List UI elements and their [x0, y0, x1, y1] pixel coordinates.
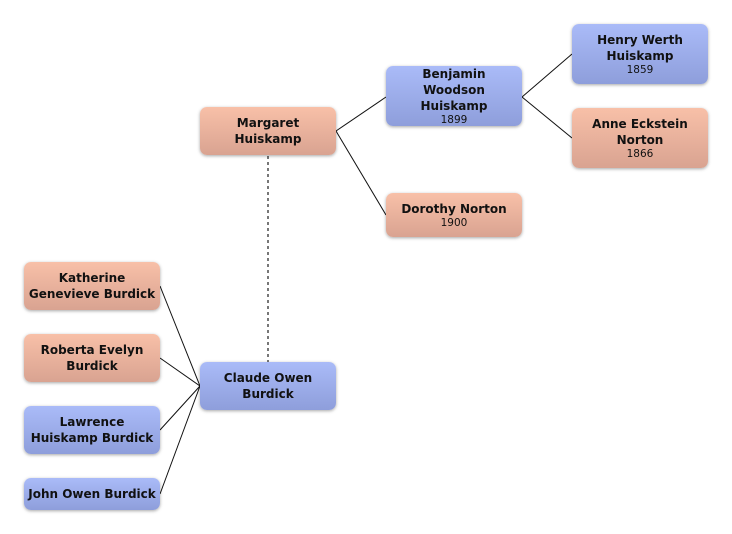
person-node-dorothy[interactable]: Dorothy Norton 1900 [386, 193, 522, 237]
link-margaret-benjamin [335, 96, 387, 132]
person-node-roberta[interactable]: Roberta Evelyn Burdick [24, 334, 160, 382]
person-node-benjamin[interactable]: Benjamin Woodson Huiskamp 1899 [386, 66, 522, 126]
person-name: Roberta Evelyn Burdick [40, 343, 144, 373]
link-benjamin-henry [521, 53, 573, 98]
person-year: 1899 [440, 113, 468, 126]
person-node-anne[interactable]: Anne Eckstein Norton 1866 [572, 108, 708, 168]
person-year: 1859 [626, 63, 654, 76]
link-margaret-dorothy [335, 130, 387, 216]
person-node-henry[interactable]: Henry Werth Huiskamp 1859 [572, 24, 708, 84]
person-year: 1866 [626, 147, 654, 160]
person-year: 1900 [440, 216, 468, 229]
link-claude-john [159, 385, 201, 495]
person-node-margaret[interactable]: Margaret Huiskamp [200, 107, 336, 155]
person-name: Katherine Genevieve Burdick [28, 271, 156, 301]
person-node-lawrence[interactable]: Lawrence Huiskamp Burdick [24, 406, 160, 454]
person-name: John Owen Burdick [28, 487, 156, 501]
link-benjamin-anne [521, 96, 573, 139]
person-name: Anne Eckstein Norton [592, 116, 688, 147]
person-name: Lawrence Huiskamp Burdick [30, 415, 154, 445]
person-node-john[interactable]: John Owen Burdick [24, 478, 160, 510]
person-name: Claude Owen Burdick [223, 371, 313, 401]
person-name: Dorothy Norton [401, 201, 507, 216]
person-name: Margaret Huiskamp [234, 116, 302, 146]
person-node-claude[interactable]: Claude Owen Burdick [200, 362, 336, 410]
link-claude-lawrence [159, 385, 201, 431]
link-claude-katherine [159, 285, 201, 387]
link-claude-roberta [159, 357, 201, 387]
person-name: Benjamin Woodson Huiskamp [420, 66, 488, 113]
person-name: Henry Werth Huiskamp [597, 32, 683, 63]
person-node-katherine[interactable]: Katherine Genevieve Burdick [24, 262, 160, 310]
